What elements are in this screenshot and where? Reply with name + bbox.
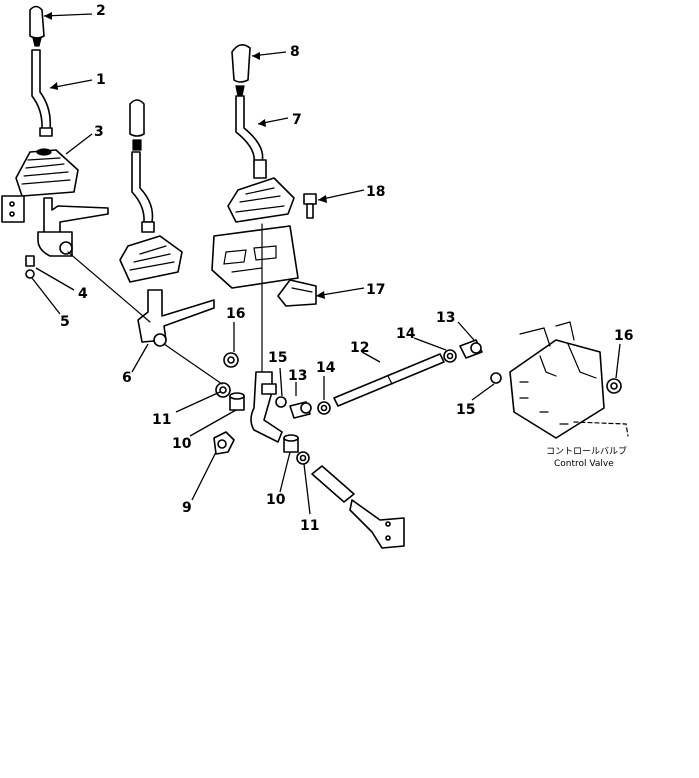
bracket-left (43, 197, 109, 235)
callout-15a: 15 (268, 350, 287, 366)
control-valve (509, 321, 629, 439)
callout-12: 12 (350, 340, 369, 356)
bolt-18 (303, 193, 317, 205)
lower-linkage (67, 251, 405, 549)
callout-1: 1 (96, 72, 106, 88)
callouts: 2 1 3 4 5 6 8 7 18 17 16 15 13 14 12 14 … (60, 3, 633, 534)
knob-2 (29, 5, 45, 39)
callout-10b: 10 (266, 492, 286, 508)
washer-15b (490, 372, 502, 384)
callout-2: 2 (96, 3, 106, 19)
callout-10a: 10 (172, 436, 192, 452)
callout-16a: 16 (226, 306, 245, 322)
callout-8: 8 (290, 44, 300, 60)
lever-rod-1 (31, 49, 52, 131)
boot-3 (15, 149, 79, 197)
callout-5: 5 (60, 314, 70, 330)
callout-18: 18 (366, 184, 385, 200)
knob-8 (231, 44, 251, 83)
lever-rod-7 (235, 95, 264, 163)
rod-12 (333, 353, 445, 407)
lever-assembly-left (1, 5, 109, 279)
callout-11b: 11 (300, 518, 319, 534)
callout-14a: 14 (316, 360, 336, 376)
cover-17 (277, 279, 317, 307)
lever-assembly-center (211, 44, 317, 443)
lower-arm (250, 371, 283, 443)
callout-4: 4 (78, 286, 88, 302)
control-valve-label-en: Control Valve (554, 459, 614, 469)
callout-17: 17 (366, 282, 385, 298)
lever-arm-6 (137, 289, 215, 343)
bolt-4 (25, 255, 35, 267)
washer-15a (275, 396, 287, 408)
callout-15b: 15 (456, 402, 475, 418)
callout-16b: 16 (614, 328, 633, 344)
control-valve-caption: コントロールバルブ Control Valve (546, 445, 627, 469)
callout-6: 6 (122, 370, 132, 386)
washer-5 (25, 269, 35, 279)
lever-assembly-middle (119, 99, 215, 347)
callout-7: 7 (292, 112, 302, 128)
leaders (31, 12, 621, 515)
callout-13a: 13 (288, 368, 307, 384)
small-parts (213, 339, 622, 465)
callout-13b: 13 (436, 310, 455, 326)
callout-14b: 14 (396, 326, 416, 342)
callout-3: 3 (94, 124, 104, 140)
callout-11a: 11 (152, 412, 171, 428)
control-valve-label-jp: コントロールバルブ (546, 445, 627, 457)
callout-9: 9 (182, 500, 192, 516)
